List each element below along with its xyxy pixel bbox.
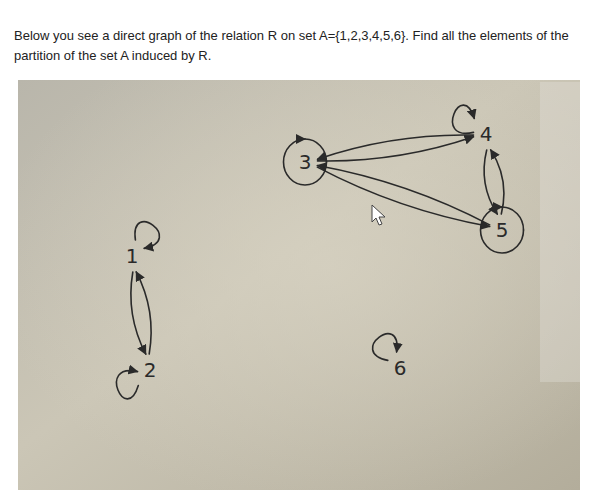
- relation-arrow: [318, 135, 474, 159]
- vertex-label: 6: [390, 354, 411, 382]
- vertex-number: 3: [299, 150, 312, 174]
- relation-arrow: [131, 272, 146, 354]
- photo-light: [18, 80, 580, 490]
- vertex-label: 5: [492, 216, 513, 244]
- vertex-label: 4: [476, 120, 497, 148]
- relation-arrow: [317, 166, 489, 225]
- relation-arrow: [284, 139, 327, 185]
- vertex-label: 1: [122, 242, 143, 270]
- vertex-label: 3: [295, 148, 316, 176]
- mouse-cursor: [372, 205, 385, 225]
- screen-glare: [540, 82, 580, 382]
- relation-arrow: [135, 222, 159, 249]
- relation-arrow: [453, 105, 475, 133]
- vertex-number: 2: [144, 358, 157, 382]
- question-text: Below you see a direct graph of the rela…: [14, 26, 589, 66]
- relation-arrow: [491, 150, 504, 214]
- relation-arrow: [481, 207, 524, 253]
- relation-arrow: [373, 334, 397, 361]
- vertex-number: 5: [496, 218, 509, 242]
- vertex-number: 4: [480, 122, 493, 146]
- relation-arrow: [136, 272, 151, 354]
- vertex-number: 6: [394, 356, 407, 380]
- relation-arrow: [117, 371, 139, 399]
- vertex-number: 1: [126, 244, 139, 268]
- vertex-label: 2: [140, 356, 161, 384]
- photo-panel: [18, 80, 580, 490]
- relation-arrow: [317, 167, 489, 226]
